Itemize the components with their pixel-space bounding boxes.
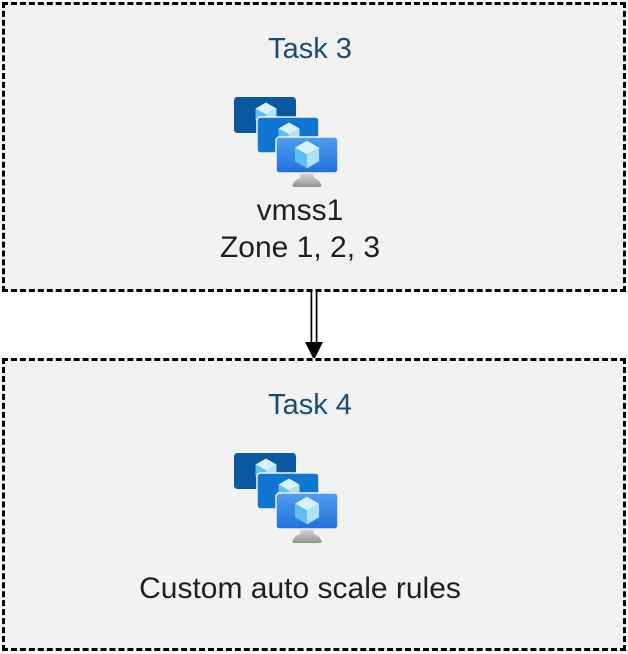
vmss-icon — [234, 453, 339, 545]
task3-box: Task 3 — [2, 2, 626, 292]
down-arrow-connector — [293, 288, 335, 362]
double-line-arrow-icon — [305, 289, 323, 360]
task4-title: Task 4 — [268, 389, 352, 421]
vmss-icon — [234, 97, 339, 189]
vm-scale-set-icon — [234, 97, 339, 187]
vm-scale-set-icon — [234, 453, 339, 543]
task4-box: Task 4 — [2, 358, 626, 651]
task3-title: Task 3 — [268, 33, 352, 65]
vmss-name-label: vmss1 — [256, 194, 344, 227]
monitor-stand — [292, 171, 322, 187]
zone-label: Zone 1, 2, 3 — [219, 231, 381, 264]
monitor-stand — [292, 527, 322, 543]
arrowhead — [305, 342, 323, 360]
task3-labels: vmss1 Zone 1, 2, 3 — [220, 192, 380, 266]
autoscale-rules-label: Custom auto scale rules — [139, 572, 461, 605]
task4-labels: Custom auto scale rules — [139, 570, 461, 607]
cube-front — [294, 140, 320, 169]
